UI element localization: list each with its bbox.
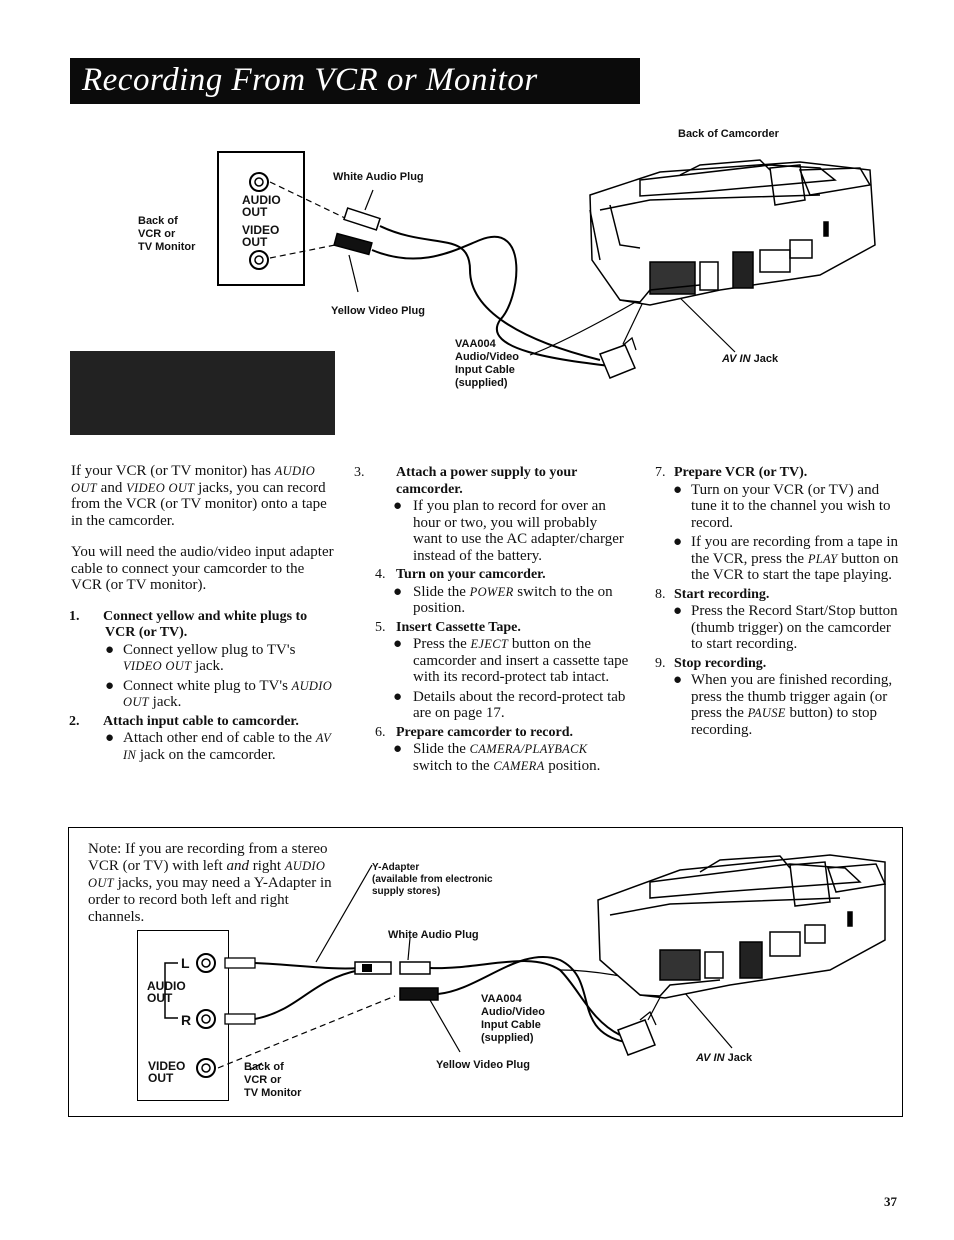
bottom-camcorder-illustration [597,854,887,999]
page-title: Recording From VCR or Monitor [82,62,538,98]
step-8: 8.Start recording. [655,586,770,602]
video-out-jack-label: VIDEO OUT [242,223,280,249]
step-2-bullet-1: ●Attach other end of cable to the AV IN … [105,730,331,763]
step-9-bullet-1: ●When you are finished recording, press … [673,672,893,738]
vcr-jack-panel [217,151,305,286]
step-5: 5.Insert Cassette Tape. [375,619,521,635]
note-box [68,827,903,1117]
cable-label: VAA004 Audio/Video Input Cable (supplied… [455,338,519,389]
step-6-bullet-1: ●Slide the CAMERA/PLAYBACK switch to the… [393,741,601,774]
bottom-back-of-vcr-label: Back of VCR or TV Monitor [244,1061,302,1099]
bottom-video-out-label: VIDEO OUT [148,1059,186,1085]
step-1-bullet-1: ●Connect yellow plug to TV's VIDEO OUT j… [105,641,296,675]
step-1-bullet-2: ●Connect white plug to TV's AUDIO OUT ja… [105,677,333,711]
step-4: 4.Turn on your camcorder. [375,567,546,582]
left-channel-label: L [181,955,190,971]
bottom-white-audio-plug-label: White Audio Plug [388,929,479,941]
av-connector-icon [599,336,637,379]
right-audio-jack-icon [196,1009,216,1029]
step-1: 1.Connect yellow and white plugs to VCR … [69,608,308,641]
bottom-connection-diagram [164,854,887,1078]
white-audio-plug-label: White Audio Plug [333,171,424,183]
step-7-bullet-1: ●Turn on your VCR (or TV) and tune it to… [673,481,891,531]
step-3-bullet-1: ●If you plan to record for over an hour … [393,498,624,564]
bottom-audio-out-label: AUDIO OUT [147,979,186,1005]
column-2: 3.Attach a power supply to your camcorde… [354,465,630,774]
yellow-video-plug-icon [333,232,373,293]
note-text: Note: If you are recording from a stereo… [88,841,332,925]
bottom-av-in-jack-label: AV IN Jack [696,1052,753,1064]
step-4-bullet-1: ●Slide the POWER switch to the on positi… [393,583,613,617]
av-in-jack-label: AV IN Jack [722,353,779,365]
step-7: 7.Prepare VCR (or TV). [655,465,808,480]
video-out-jack-icon [196,1058,216,1078]
page-number: 37 [884,1194,897,1209]
intro-paragraph-1: If your VCR (or TV monitor) has AUDIO OU… [71,463,327,529]
step-8-bullet-1: ●Press the Record Start/Stop button (thu… [673,603,898,652]
step-5-bullet-1: ●Press the EJECT button on the camcorder… [393,636,629,685]
bottom-av-connector-icon [617,1010,657,1056]
camcorder-illustration [589,159,876,306]
step-5-bullet-2: ●Details about the record-protect tab ar… [393,688,626,722]
column-1: If your VCR (or TV monitor) has AUDIO OU… [69,463,336,763]
yellow-video-plug-label: Yellow Video Plug [331,305,425,317]
y-adapter-jack-icon [354,961,392,975]
audio-out-jack-label: AUDIO OUT [242,193,281,219]
step-6: 6.Prepare camcorder to record. [375,724,574,740]
step-7-bullet-2: ●If you are recording from a tape in the… [673,534,899,583]
bottom-yellow-video-plug-label: Yellow Video Plug [436,1059,530,1071]
bottom-white-audio-plug-icon [399,937,431,975]
video-out-jack-icon [249,250,269,270]
bottom-cable-label: VAA004 Audio/Video Input Cable (supplied… [481,993,545,1044]
shaded-block [70,351,335,435]
step-3: 3.Attach a power supply to your camcorde… [354,465,578,497]
y-adapter-label: Y-Adapter (available from electronic sup… [372,862,493,897]
step-2: 2.Attach input cable to camcorder. [69,713,299,729]
intro-paragraph-2: You will need the audio/video input adap… [71,544,334,593]
title-banner: Recording From VCR or Monitor [70,58,640,104]
right-channel-label: R [181,1012,192,1028]
white-audio-plug-icon [343,189,381,231]
back-of-camcorder-label: Back of Camcorder [678,128,779,140]
audio-out-jack-icon [249,172,269,192]
column-3: 7.Prepare VCR (or TV). ●Turn on your VCR… [655,465,905,738]
bottom-yellow-video-plug-icon [399,987,461,1053]
left-audio-jack-icon [196,953,216,973]
top-connection-diagram [249,159,876,379]
step-9: 9.Stop recording. [655,655,767,671]
back-of-vcr-label: Back of VCR or TV Monitor [138,215,196,253]
